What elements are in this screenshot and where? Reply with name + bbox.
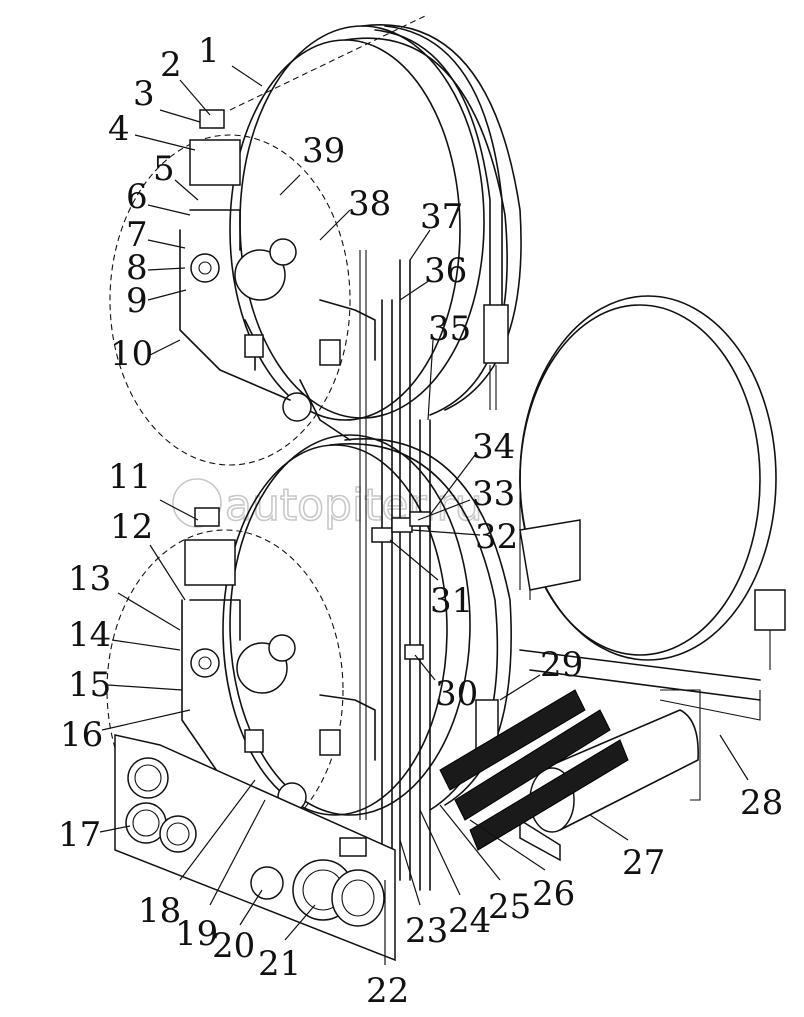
label-15: 15: [68, 665, 111, 705]
label-33: 33: [472, 474, 515, 514]
label-21: 21: [258, 944, 301, 984]
label-20: 20: [212, 926, 255, 966]
label-29: 29: [540, 645, 583, 685]
right-tank: [519, 295, 786, 670]
label-37: 37: [420, 197, 463, 237]
label-5: 5: [153, 149, 175, 189]
label-18: 18: [138, 891, 181, 931]
vertical-pipes: [359, 250, 431, 891]
label-8: 8: [126, 248, 148, 288]
label-22: 22: [366, 971, 409, 1011]
label-27: 27: [622, 843, 665, 883]
label-10: 10: [110, 334, 153, 374]
label-16: 16: [60, 715, 103, 755]
label-32: 32: [475, 517, 518, 557]
label-28: 28: [740, 783, 783, 823]
label-1: 1: [198, 31, 220, 71]
label-39: 39: [302, 131, 345, 171]
label-2: 2: [160, 45, 182, 85]
label-26: 26: [532, 874, 575, 914]
label-17: 17: [58, 815, 101, 855]
label-38: 38: [348, 184, 391, 224]
label-23: 23: [405, 911, 448, 951]
label-14: 14: [68, 615, 111, 655]
upper-tank: [229, 15, 522, 421]
callout-labels: 1 2 3 4 5 6 7 8 9 10 11 12 13 14 15 16 1…: [58, 31, 783, 1011]
label-36: 36: [424, 251, 467, 291]
black-hoses: [439, 689, 629, 851]
label-25: 25: [488, 887, 531, 927]
leader-lines: [99, 65, 749, 965]
label-24: 24: [448, 901, 491, 941]
upper-valve-group: [109, 109, 376, 466]
lower-valve-group: [106, 507, 376, 851]
label-30: 30: [435, 674, 478, 714]
label-12: 12: [110, 507, 153, 547]
label-34: 34: [472, 427, 515, 467]
label-6: 6: [126, 177, 148, 217]
label-13: 13: [68, 559, 111, 599]
label-31: 31: [430, 581, 473, 621]
front-panel: [114, 734, 396, 962]
label-11: 11: [108, 457, 151, 497]
label-9: 9: [126, 281, 148, 321]
label-7: 7: [126, 215, 148, 255]
label-19: 19: [175, 914, 218, 954]
label-4: 4: [108, 109, 130, 149]
label-35: 35: [428, 309, 471, 349]
label-3: 3: [133, 74, 155, 114]
frame-rails: [519, 649, 761, 721]
